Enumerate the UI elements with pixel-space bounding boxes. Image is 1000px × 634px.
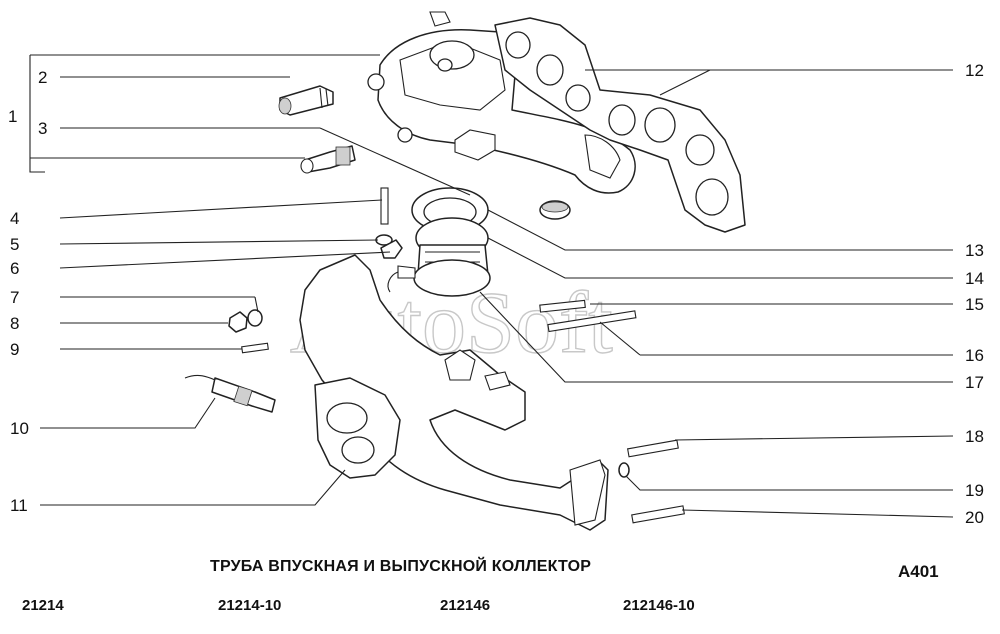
studs-15-16 [539,299,637,333]
callout-19: 19 [965,481,984,500]
model-2: 21214-10 [218,597,282,614]
plug [539,200,571,220]
callout-17: 17 [965,373,984,392]
stud-9 [241,342,269,354]
fitting-2 [278,85,334,116]
intake-manifold [367,11,636,194]
model-3: 212146 [440,597,491,614]
callout-15: 15 [965,295,984,314]
callout-8: 8 [10,314,19,333]
oxygen-sensor [184,374,276,413]
manifold-gasket [494,17,746,233]
callout-10: 10 [10,419,29,438]
callout-3: 3 [38,119,47,138]
exhaust-flange-ring [387,187,491,297]
callout-5: 5 [10,235,19,254]
callout-numbers: 1 2 3 4 5 6 7 8 9 10 11 12 13 14 15 16 1… [8,61,984,527]
callout-20: 20 [965,508,984,527]
callout-1: 1 [8,107,17,126]
callout-16: 16 [965,346,984,365]
model-1: 21214 [22,597,64,614]
model-4: 212146-10 [623,597,695,614]
callout-13: 13 [965,241,984,260]
callout-4: 4 [10,209,19,228]
nuts-7-8 [228,309,263,333]
leader-lines [29,54,954,518]
callout-12: 12 [965,61,984,80]
callout-18: 18 [965,427,984,446]
exhaust-manifold [299,254,609,531]
callout-9: 9 [10,340,19,359]
fitting-3 [300,145,356,174]
callout-6: 6 [10,259,19,278]
callout-7: 7 [10,288,19,307]
diagram-code: A401 [898,562,939,581]
stud-washer-nut [375,187,403,259]
callout-2: 2 [38,68,47,87]
studs-18-20-washer-19 [618,439,685,524]
callout-11: 11 [10,496,28,515]
callout-14: 14 [965,269,984,288]
diagram-title: ТРУБА ВПУСКНАЯ И ВЫПУСКНОЙ КОЛЛЕКТОР [210,558,592,575]
